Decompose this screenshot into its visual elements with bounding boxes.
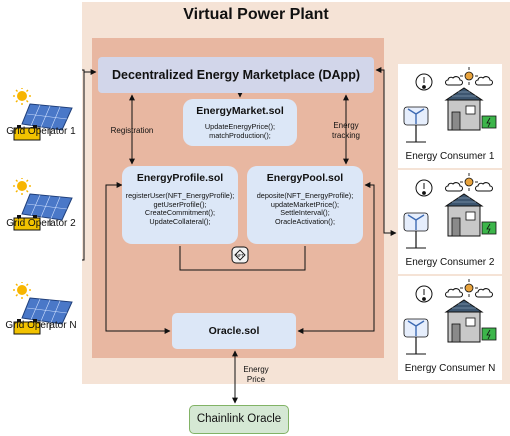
consumer-connector bbox=[375, 67, 397, 236]
energy-consumer-1-label: Energy Consumer 1 bbox=[405, 151, 495, 162]
energy-pool-contract: EnergyPool.sol deposite(NFT_EnergyProfil… bbox=[247, 166, 363, 244]
solar-panel-icon bbox=[21, 297, 73, 330]
sun-icon bbox=[13, 282, 31, 299]
battery-icon bbox=[481, 221, 497, 235]
wind-turbine-icon bbox=[403, 106, 429, 143]
energy-consumer-n: Energy Consumer N bbox=[398, 276, 502, 380]
energy-consumer-2: Energy Consumer 2 bbox=[398, 170, 502, 274]
chainlink-oracle-box: Chainlink Oracle bbox=[189, 405, 289, 434]
profile-oracle-connector bbox=[105, 182, 171, 334]
contract-function: getUserProfile(); bbox=[153, 199, 207, 209]
sun-icon bbox=[460, 67, 478, 85]
wind-turbine-icon bbox=[403, 318, 429, 355]
cloud-icon bbox=[445, 76, 493, 86]
contract-function: OracleActivation(); bbox=[274, 216, 335, 226]
sun-icon bbox=[460, 173, 478, 191]
energy-consumer-2-label: Energy Consumer 2 bbox=[405, 257, 495, 268]
grid-operator-2-label: Grid Operator 2 bbox=[6, 218, 76, 229]
sun-icon bbox=[13, 88, 31, 105]
contract-function: matchProduction(); bbox=[209, 130, 271, 140]
contract-function: UpdateCollateral(); bbox=[149, 216, 211, 226]
registration-label: Registration bbox=[110, 126, 154, 135]
gauge-icon bbox=[415, 179, 433, 197]
energy-profile-contract: EnergyProfile.sol registerUser(NFT_Energ… bbox=[122, 166, 238, 244]
diagram-title: Virtual Power Plant bbox=[183, 6, 329, 23]
battery-icon bbox=[13, 319, 41, 335]
wind-turbine-icon bbox=[403, 212, 429, 249]
battery-icon bbox=[481, 327, 497, 341]
solar-panel-icon bbox=[21, 193, 73, 226]
contract-function: registerUser(NFT_EnergyProfile); bbox=[125, 191, 235, 200]
pool-oracle-connector bbox=[297, 182, 375, 334]
battery-icon bbox=[481, 115, 497, 129]
energy-market-title: EnergyMarket.sol bbox=[196, 105, 284, 117]
cloud-icon bbox=[445, 182, 493, 192]
contract-function: UpdateEnergyPrice(); bbox=[204, 122, 276, 131]
oracle-contract: Oracle.sol bbox=[172, 313, 296, 349]
sun-icon bbox=[13, 178, 31, 195]
energy-tracking-label: Energy tracking bbox=[331, 121, 360, 140]
grid-operator-n-label: Grid Operator N bbox=[5, 320, 77, 331]
nft-icon: NFT bbox=[231, 246, 249, 264]
house-icon bbox=[444, 193, 484, 237]
energy-price-label: Energy Price bbox=[243, 365, 269, 384]
energy-consumer-1: Energy Consumer 1 bbox=[398, 64, 502, 168]
cloud-icon bbox=[445, 288, 493, 298]
grid-operator-1: Grid Operator 1 bbox=[0, 88, 82, 172]
house-icon bbox=[444, 299, 484, 343]
grid-operator-n: Grid Operator N bbox=[0, 282, 82, 366]
energy-pool-title: EnergyPool.sol bbox=[266, 172, 344, 184]
dapp-box: Decentralized Energy Marketplace (DApp) bbox=[98, 57, 374, 93]
battery-icon bbox=[13, 125, 41, 141]
grid-operator-2: Grid Operator 2 bbox=[0, 178, 82, 262]
battery-icon bbox=[13, 215, 41, 231]
svg-text:NFT: NFT bbox=[236, 253, 245, 258]
solar-panel-icon bbox=[21, 103, 73, 136]
gauge-icon bbox=[415, 73, 433, 91]
grid-operator-1-label: Grid Operator 1 bbox=[6, 126, 76, 137]
contract-function: CreateCommitment(); bbox=[144, 208, 216, 218]
energy-consumer-n-label: Energy Consumer N bbox=[404, 363, 496, 374]
energy-market-contract: EnergyMarket.sol UpdateEnergyPrice(); ma… bbox=[183, 99, 297, 146]
grid-operator-connector bbox=[82, 69, 85, 261]
house-icon bbox=[444, 87, 484, 131]
gauge-icon bbox=[415, 285, 433, 303]
sun-icon bbox=[460, 279, 478, 297]
energy-profile-title: EnergyProfile.sol bbox=[136, 172, 224, 184]
